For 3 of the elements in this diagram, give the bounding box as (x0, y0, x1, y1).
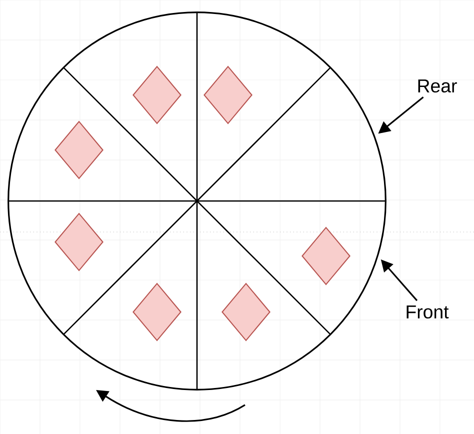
label-text: Rear (418, 79, 457, 92)
sectioned-circle (8, 12, 386, 390)
label-text: Front (406, 305, 449, 318)
